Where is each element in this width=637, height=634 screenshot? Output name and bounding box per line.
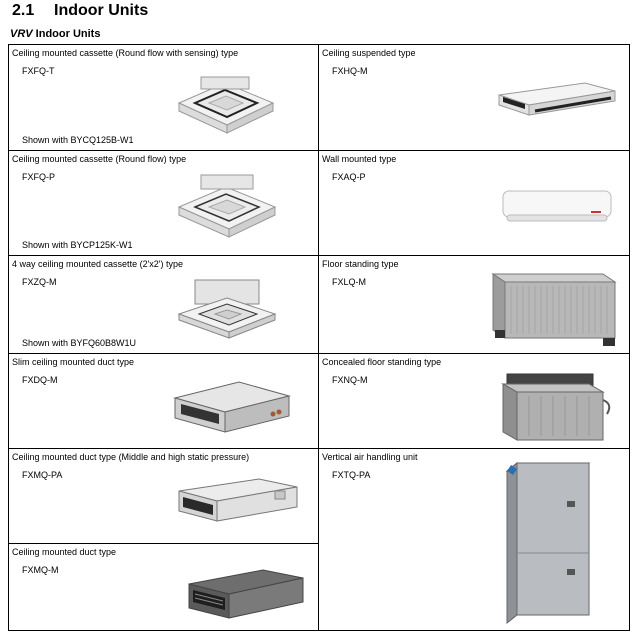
unit-type-label: Floor standing type: [322, 259, 399, 269]
unit-cell-fxnq-m: Concealed floor standing type FXNQ-M: [318, 353, 630, 449]
unit-type-label: Slim ceiling mounted duct type: [12, 357, 135, 367]
unit-cell-fxhq-m: Ceiling suspended type FXHQ-M: [318, 44, 630, 151]
unit-model-label: FXFQ-P: [22, 172, 55, 182]
unit-cell-fxdq-m: Slim ceiling mounted duct type FXDQ-M: [8, 353, 319, 449]
unit-type-label: Ceiling mounted duct type (Middle and hi…: [12, 452, 250, 462]
unit-type-label: Wall mounted type: [322, 154, 397, 164]
unit-model-label: FXFQ-T: [22, 66, 55, 76]
unit-cell-fxaq-p: Wall mounted type FXAQ-P: [318, 150, 630, 256]
unit-model-label: FXZQ-M: [22, 277, 57, 287]
unit-model-label: FXAQ-P: [332, 172, 366, 182]
brand-name: VRV: [10, 28, 33, 40]
unit-cell-fxzq-m: 4 way ceiling mounted cassette (2'x2') t…: [8, 255, 319, 354]
concealed-floor-unit-image: [497, 370, 615, 446]
unit-type-label: Ceiling mounted duct type: [12, 547, 117, 557]
unit-type-label: Ceiling suspended type: [322, 48, 416, 58]
unit-type-label: Vertical air handling unit: [322, 452, 418, 462]
subsection-title: Indoor Units: [32, 28, 101, 40]
unit-caption: Shown with BYCP125K-W1: [22, 240, 133, 250]
ducted-unit-pa-image: [175, 475, 301, 527]
wall-mounted-unit-image: [499, 187, 615, 227]
section-title: Indoor Units: [54, 2, 149, 19]
indoor-units-table: Ceiling mounted cassette (Round flow wit…: [8, 44, 630, 631]
unit-model-label: FXNQ-M: [332, 375, 368, 385]
round-flow-cassette-image: [171, 167, 281, 247]
unit-model-label: FXHQ-M: [332, 66, 368, 76]
unit-cell-fxfq-t: Ceiling mounted cassette (Round flow wit…: [8, 44, 319, 151]
unit-cell-fxtq-pa: Vertical air handling unit FXTQ-PA: [318, 448, 630, 631]
unit-model-label: FXDQ-M: [22, 375, 58, 385]
unit-model-label: FXTQ-PA: [332, 470, 371, 480]
unit-type-label: Ceiling mounted cassette (Round flow) ty…: [12, 154, 187, 164]
unit-caption: Shown with BYFQ60B8W1U: [22, 338, 137, 348]
unit-model-label: FXMQ-PA: [22, 470, 63, 480]
vertical-ahu-image: [503, 461, 593, 627]
section-number: 2.1: [12, 2, 35, 19]
floor-standing-unit-image: [487, 268, 621, 352]
unit-model-label: FXLQ-M: [332, 277, 367, 287]
unit-model-label: FXMQ-M: [22, 565, 59, 575]
section-heading: 2.1 Indoor Units: [12, 2, 148, 20]
unit-cell-fxmq-m: Ceiling mounted duct type FXMQ-M: [8, 543, 319, 631]
subsection-heading: VRV Indoor Units: [10, 28, 100, 40]
unit-cell-fxlq-m: Floor standing type FXLQ-M: [318, 255, 630, 354]
unit-type-label: Ceiling mounted cassette (Round flow wit…: [12, 48, 239, 58]
four-way-cassette-image: [175, 270, 279, 340]
unit-type-label: Concealed floor standing type: [322, 357, 442, 367]
unit-cell-fxfq-p: Ceiling mounted cassette (Round flow) ty…: [8, 150, 319, 256]
unit-cell-fxmq-pa: Ceiling mounted duct type (Middle and hi…: [8, 448, 319, 544]
round-flow-sensing-cassette-image: [169, 67, 279, 143]
unit-type-label: 4 way ceiling mounted cassette (2'x2') t…: [12, 259, 184, 269]
unit-caption: Shown with BYCQ125B-W1: [22, 135, 134, 145]
ceiling-suspended-unit-image: [495, 81, 619, 121]
ducted-unit-m-image: [185, 564, 307, 624]
slim-duct-unit-image: [169, 376, 293, 442]
